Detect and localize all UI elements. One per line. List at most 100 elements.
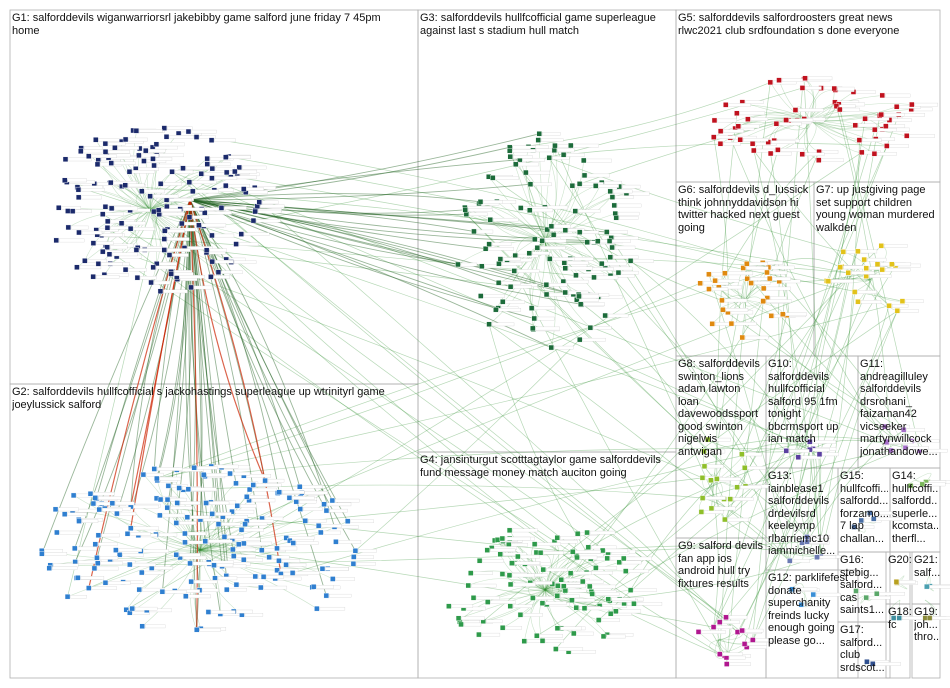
- node-g4[interactable]: [601, 634, 606, 639]
- node-g3[interactable]: [581, 158, 586, 163]
- node-g8[interactable]: [705, 437, 710, 442]
- node-g5[interactable]: [736, 124, 741, 129]
- node-g2[interactable]: [186, 487, 191, 492]
- node-g7[interactable]: [895, 308, 900, 313]
- node-g1[interactable]: [100, 249, 105, 254]
- node-g3[interactable]: [608, 189, 613, 194]
- node-g16[interactable]: [864, 595, 869, 600]
- node-g1[interactable]: [251, 218, 256, 223]
- node-g2[interactable]: [113, 548, 118, 553]
- node-g1[interactable]: [119, 221, 124, 226]
- node-g5[interactable]: [775, 147, 780, 152]
- node-g1[interactable]: [91, 241, 96, 246]
- node-g4[interactable]: [568, 571, 573, 576]
- node-g4[interactable]: [585, 530, 590, 535]
- node-g13[interactable]: [805, 539, 810, 544]
- node-g1[interactable]: [162, 228, 167, 233]
- node-g3[interactable]: [578, 302, 583, 307]
- node-g6[interactable]: [729, 321, 734, 326]
- node-g7[interactable]: [900, 299, 905, 304]
- node-g7[interactable]: [879, 243, 884, 248]
- node-g4[interactable]: [530, 595, 535, 600]
- node-g3[interactable]: [628, 258, 633, 263]
- node-g5[interactable]: [723, 102, 728, 107]
- node-g4[interactable]: [500, 536, 505, 541]
- node-g2[interactable]: [175, 500, 180, 505]
- node-g1[interactable]: [74, 265, 79, 270]
- node-g1[interactable]: [56, 205, 61, 210]
- node-g3[interactable]: [614, 215, 619, 220]
- node-g1[interactable]: [123, 137, 128, 142]
- node-g2[interactable]: [320, 566, 325, 571]
- node-g5[interactable]: [816, 158, 821, 163]
- node-g4[interactable]: [476, 632, 481, 637]
- node-g2[interactable]: [333, 539, 338, 544]
- node-g3[interactable]: [552, 143, 557, 148]
- node-g8[interactable]: [735, 485, 740, 490]
- node-g2[interactable]: [72, 546, 77, 551]
- node-g1[interactable]: [100, 212, 105, 217]
- node-g5[interactable]: [909, 102, 914, 107]
- node-g4[interactable]: [575, 555, 580, 560]
- node-g5[interactable]: [800, 85, 805, 90]
- node-g2[interactable]: [261, 574, 266, 579]
- node-g1[interactable]: [76, 187, 81, 192]
- node-g2[interactable]: [330, 498, 335, 503]
- node-g5[interactable]: [872, 127, 877, 132]
- node-g4[interactable]: [628, 588, 633, 593]
- node-g4[interactable]: [456, 616, 461, 621]
- node-g6[interactable]: [698, 281, 703, 286]
- node-g1[interactable]: [158, 289, 163, 294]
- node-g3[interactable]: [552, 148, 557, 153]
- node-g1[interactable]: [169, 271, 174, 276]
- node-g3[interactable]: [528, 182, 533, 187]
- node-g3[interactable]: [549, 224, 554, 229]
- node-g1[interactable]: [210, 259, 215, 264]
- node-g11[interactable]: [901, 427, 906, 432]
- node-g3[interactable]: [573, 273, 578, 278]
- node-g9[interactable]: [717, 620, 722, 625]
- node-g1[interactable]: [78, 149, 83, 154]
- node-g2[interactable]: [311, 584, 316, 589]
- node-g3[interactable]: [532, 316, 537, 321]
- node-g1[interactable]: [223, 183, 228, 188]
- node-g4[interactable]: [471, 595, 476, 600]
- node-g5[interactable]: [745, 117, 750, 122]
- node-g3[interactable]: [508, 154, 513, 159]
- node-g4[interactable]: [631, 601, 636, 606]
- node-g2[interactable]: [160, 589, 165, 594]
- node-g4[interactable]: [459, 622, 464, 627]
- node-g16[interactable]: [874, 591, 879, 596]
- node-g9[interactable]: [750, 637, 755, 642]
- node-g1[interactable]: [150, 156, 155, 161]
- node-g3[interactable]: [532, 237, 537, 242]
- node-g1[interactable]: [128, 226, 133, 231]
- node-g4[interactable]: [485, 548, 490, 553]
- node-g2[interactable]: [139, 570, 144, 575]
- node-g2[interactable]: [54, 530, 59, 535]
- node-g2[interactable]: [244, 494, 249, 499]
- node-g8[interactable]: [714, 476, 719, 481]
- node-g2[interactable]: [277, 490, 282, 495]
- node-g2[interactable]: [224, 587, 229, 592]
- node-g2[interactable]: [114, 511, 119, 516]
- node-g2[interactable]: [77, 519, 82, 524]
- node-g2[interactable]: [297, 484, 302, 489]
- node-g3[interactable]: [551, 232, 556, 237]
- node-g1[interactable]: [95, 162, 100, 167]
- node-g2[interactable]: [183, 594, 188, 599]
- node-g2[interactable]: [158, 497, 163, 502]
- node-g7[interactable]: [887, 303, 892, 308]
- node-g6[interactable]: [713, 278, 718, 283]
- node-g1[interactable]: [135, 275, 140, 280]
- node-g1[interactable]: [123, 183, 128, 188]
- node-g1[interactable]: [196, 223, 201, 228]
- node-g7[interactable]: [838, 265, 843, 270]
- node-g3[interactable]: [544, 282, 549, 287]
- node-g2[interactable]: [127, 562, 132, 567]
- node-g13[interactable]: [814, 555, 819, 560]
- node-g2[interactable]: [185, 515, 190, 520]
- node-g3[interactable]: [604, 229, 609, 234]
- node-g12[interactable]: [811, 592, 816, 597]
- node-g3[interactable]: [577, 294, 582, 299]
